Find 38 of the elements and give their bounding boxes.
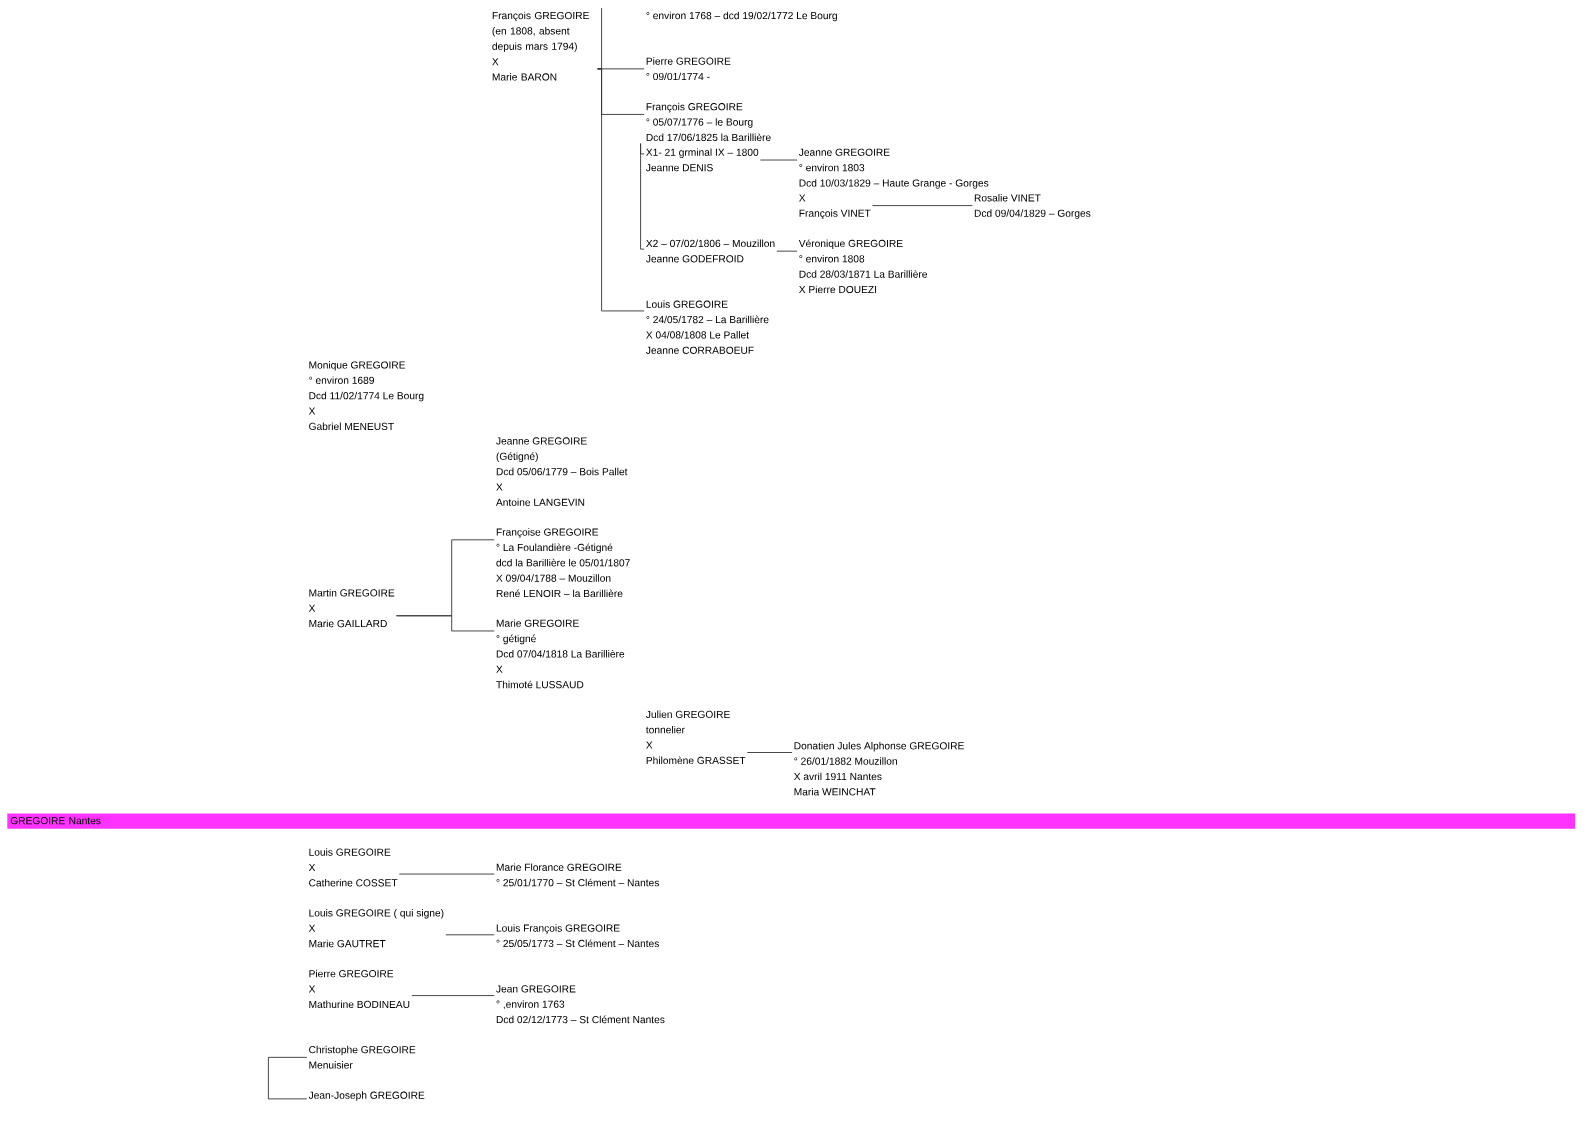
person-entry: Donatien Jules Alphonse GREGOIRE ° 26/01/1882 Mouzillon X avril 1911 Nantes Maria WEINCHAT	[793, 741, 964, 796]
person-entry: Jeanne GREGOIRE (Gétigné) Dcd 05/06/1779 – Bois Pallet X Antoine LANGEVIN	[495, 437, 628, 506]
person-entry: Louis GREGOIRE ( qui signe) X Marie GAUTRET	[308, 909, 444, 948]
person-entry: Louis GREGOIRE ° 24/05/1782 – La Barillière X 04/08/1808 Le Pallet Jeanne CORRABOEUF	[646, 300, 769, 354]
family-line	[396, 615, 495, 632]
person-entry: Jean-Joseph GREGOIRE	[308, 1091, 425, 1101]
section-band: GREGOIRE Nantes	[7, 813, 1576, 829]
family-line	[267, 1056, 308, 1100]
person-entry: Christophe GREGOIRE Menuisier	[309, 1045, 416, 1069]
person-entry: François GREGOIRE (en 1808, absent depuis mars 1794) X Marie BARON	[492, 11, 589, 81]
person-entry: Julien GREGOIRE tonnelier X Philomène GRASSET	[646, 710, 746, 765]
family-line	[759, 159, 798, 161]
family-line	[640, 143, 645, 250]
person-entry: Pierre GREGOIRE X Mathurine BODINEAU	[308, 969, 410, 1008]
person-entry: ° environ 1768 – dcd 19/02/1772 Le Bourg	[646, 11, 837, 22]
person-entry: Marie GREGOIRE ° gétigné Dcd 07/04/1818 La Barillière X Thimoté LUSSAUD	[496, 619, 625, 689]
person-entry: Jeanne GREGOIRE ° environ 1803 Dcd 10/03/1829 – Haute Grange - Gorges	[798, 148, 989, 189]
person-entry: Rosalie VINET Dcd 09/04/1829 – Gorges	[974, 194, 1091, 219]
person-entry: Marie Florance GREGOIRE ° 25/01/1770 – St Clément – Nantes	[496, 863, 659, 887]
family-line	[746, 752, 793, 753]
person-entry: Monique GREGOIRE ° environ 1689 Dcd 11/02/1774 Le Bourg X Gabriel MENEUST	[308, 361, 424, 430]
family-line	[398, 873, 495, 875]
person-entry: François GREGOIRE ° 05/07/1776 – le Bourg Dcd 17/06/1825 la Barillière	[646, 102, 771, 142]
person-entry: Pierre GREGOIRE ° 09/01/1774 -	[646, 57, 731, 81]
person-entry: Françoise GREGOIRE ° La Foulandière -Gétigné dcd la Barillière le 05/01/1807 X 09/04/1788 – Mouzillon René LENOIR – la Barillière	[496, 528, 630, 598]
person-entry: Louis François GREGOIRE ° 25/05/1773 – St Clément – Nantes	[496, 924, 659, 948]
family-line	[445, 934, 495, 936]
family-line	[411, 995, 495, 997]
family-line	[597, 68, 645, 312]
marriage-entry: X1- 21 grminal IX – 1800 Jeanne DENIS	[646, 148, 759, 172]
family-line	[776, 250, 798, 252]
spouse-entry: X François VINET	[799, 194, 871, 219]
person-entry: Louis GREGOIRE X Catherine COSSET	[308, 848, 398, 887]
person-entry: Véronique GREGOIRE ° environ 1808 Dcd 28/03/1871 La Barillière X Pierre DOUEZI	[798, 239, 927, 294]
marriage-entry: X2 – 07/02/1806 – Mouzillon Jeanne GODEFROID	[646, 239, 775, 263]
family-line	[872, 205, 973, 207]
person-entry: Martin GREGOIRE X Marie GAILLARD	[308, 589, 395, 628]
person-entry: Jean GREGOIRE ° ,environ 1763 Dcd 02/12/1773 – St Clément Nantes	[496, 985, 665, 1024]
